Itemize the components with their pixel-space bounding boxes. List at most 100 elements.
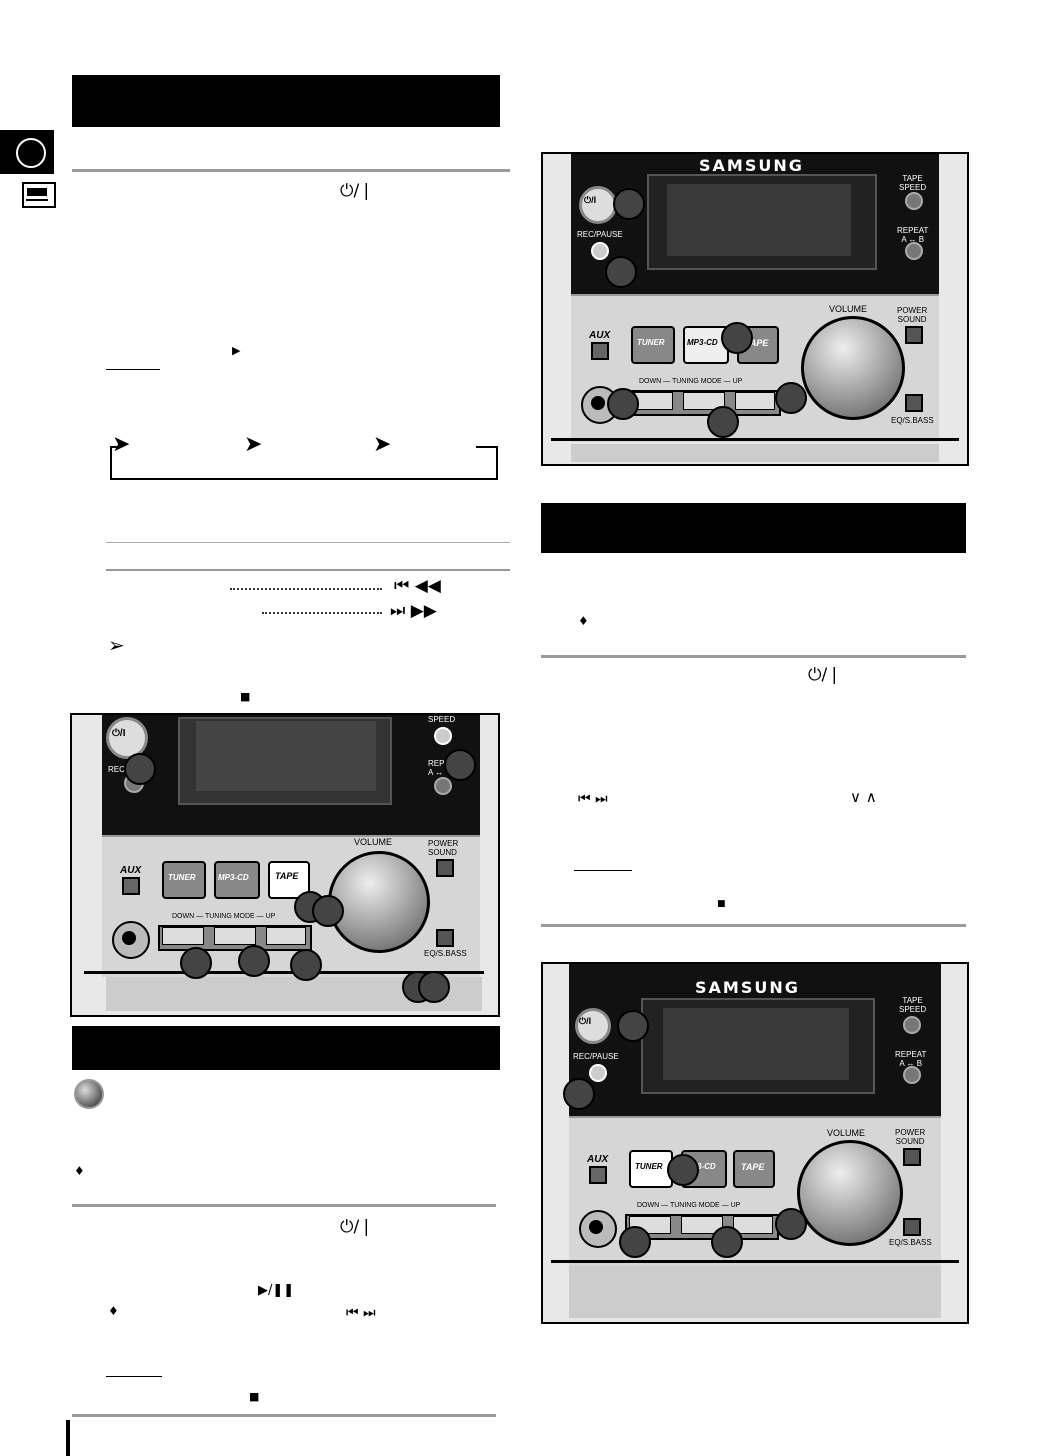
tape-label: TAPE (275, 871, 299, 881)
callout-circle (180, 947, 212, 979)
cassette-icon (22, 182, 56, 208)
language-tab (0, 130, 54, 174)
callout-circle (607, 388, 639, 420)
rec-pause-label: REC/ (108, 765, 128, 774)
aux-label: AUX (120, 865, 142, 876)
cycle-top-left (110, 446, 118, 448)
skip-back-symbols: ⏮ ◀◀ (394, 576, 441, 596)
diamond-bullet: ♦ (578, 614, 589, 628)
down-up-symbols: ∨ ∧ (850, 788, 877, 806)
tape-speed-label: TAPE SPEED (899, 996, 927, 1014)
rec-pause-label: REC/PAUSE (573, 1052, 619, 1061)
language-circle-icon (16, 138, 46, 168)
power-button-label: ⏻/I (112, 728, 126, 739)
callout-circle (444, 749, 476, 781)
tape-speed-label: TAPE SPEED (899, 174, 927, 192)
power-symbol: ⏻/❘ (340, 181, 374, 201)
power-symbol: ⏻/❘ (340, 1217, 374, 1237)
stop-symbol: ■ (249, 1390, 260, 1403)
brand-logo: SAMSUNG (699, 156, 804, 175)
page-corner-mark (66, 1420, 70, 1456)
callout-circle (418, 971, 450, 1003)
tape-speed-label: SPEED (428, 715, 456, 724)
power-button-label: ⏻/I (584, 195, 597, 205)
underline (574, 870, 632, 871)
stereo-front-panel-top: SAMSUNG ⏻/I REC/PAUSE TAPE SPEED REPEAT … (541, 152, 969, 466)
power-symbol: ⏻/❘ (808, 665, 842, 685)
mp3cd-label: MP3-CD (685, 1162, 716, 1171)
underline (106, 369, 160, 370)
repeat-label: REPEAT A ↔ B (895, 1050, 927, 1068)
volume-label: VOLUME (829, 304, 868, 314)
callout-circle (563, 1078, 595, 1110)
callout-circle (775, 382, 807, 414)
section-header-band-top (72, 75, 500, 127)
power-sound-label: POWER SOUND (895, 1128, 926, 1146)
stereo-front-panel-bottom: SAMSUNG ⏻/I REC/PAUSE TAPE SPEED REPEAT … (541, 962, 969, 1324)
callout-circle (605, 256, 637, 288)
volume-label: VOLUME (354, 837, 393, 847)
eq-label: EQ/S.BASS (891, 416, 934, 425)
callout-circle (667, 1154, 699, 1186)
aux-label: AUX (587, 1154, 609, 1165)
divider (106, 569, 510, 571)
callout-circle (312, 895, 344, 927)
repeat-label: REPEAT A ↔ B (897, 226, 929, 244)
play-pause-symbol: ▶/❚❚ (258, 1283, 295, 1298)
cycle-arrow-1: ➤ (112, 432, 131, 457)
dot-leader (230, 588, 382, 590)
callout-circle (613, 188, 645, 220)
callout-circle (619, 1226, 651, 1258)
power-sound-label: POWER SOUND (428, 839, 459, 857)
skip-symbols: ⏮ ⏭ (346, 1305, 376, 1321)
divider (72, 1414, 496, 1417)
repeat-label: REPE A ↔ (428, 759, 450, 777)
mp3cd-label: MP3-CD (687, 338, 718, 347)
callout-circle (721, 322, 753, 354)
callout-circle (238, 945, 270, 977)
tuning-mode-row: DOWN — TUNING MODE — UP (172, 913, 276, 920)
callout-circle (711, 1226, 743, 1258)
tape-label: TAPE (741, 1162, 765, 1172)
diamond-bullet: ♦ (108, 1304, 119, 1318)
cycle-arrow-3: ➤ (373, 432, 392, 457)
cycle-top-right (476, 446, 496, 448)
callout-circle (290, 949, 322, 981)
diamond-bullet: ♦ (74, 1164, 85, 1178)
stop-symbol: ■ (240, 690, 251, 703)
brand-logo: SAMSUNG (695, 978, 800, 997)
tape-deck-illustration: ⏻/I REC/ SPEED REPE A ↔ AUX TUNER MP3-CD… (70, 713, 500, 1017)
divider (541, 924, 966, 927)
tuning-mode-row: DOWN — TUNING MODE — UP (637, 1202, 741, 1209)
note-arrow-icon: ➢ (108, 633, 125, 657)
callout-circle (124, 753, 156, 785)
power-button-label: ⏻/I (579, 1016, 592, 1026)
underline (106, 1376, 162, 1377)
stop-symbol: ■ (717, 899, 726, 909)
cycle-arrow-2: ➤ (244, 432, 263, 457)
tuning-mode-row: DOWN — TUNING MODE — UP (639, 378, 743, 385)
tuner-label: TUNER (637, 338, 665, 347)
rec-pause-label: REC/PAUSE (577, 230, 623, 239)
mode-cycle-diagram (110, 446, 498, 480)
eq-label: EQ/S.BASS (889, 1238, 932, 1247)
callout-circle (617, 1010, 649, 1042)
tuner-label: TUNER (168, 873, 196, 882)
divider (72, 169, 510, 172)
volume-label: VOLUME (827, 1128, 866, 1138)
skip-forward-symbols: ⏭ ▶▶ (390, 601, 437, 621)
eq-label: EQ/S.BASS (424, 949, 467, 958)
aux-label: AUX (589, 330, 611, 341)
divider (72, 1204, 496, 1207)
divider (106, 542, 510, 543)
dot-leader (262, 612, 382, 614)
callout-circle (707, 406, 739, 438)
section-header-band-bottom (72, 1026, 500, 1070)
play-symbol: ▶ (232, 344, 241, 357)
section-header-band-right (541, 503, 966, 553)
callout-circle (775, 1208, 807, 1240)
tape-label: TAPE (745, 338, 769, 348)
mp3cd-label: MP3-CD (218, 873, 249, 882)
tuner-label: TUNER (635, 1162, 663, 1171)
note-bullet-icon (74, 1079, 104, 1109)
